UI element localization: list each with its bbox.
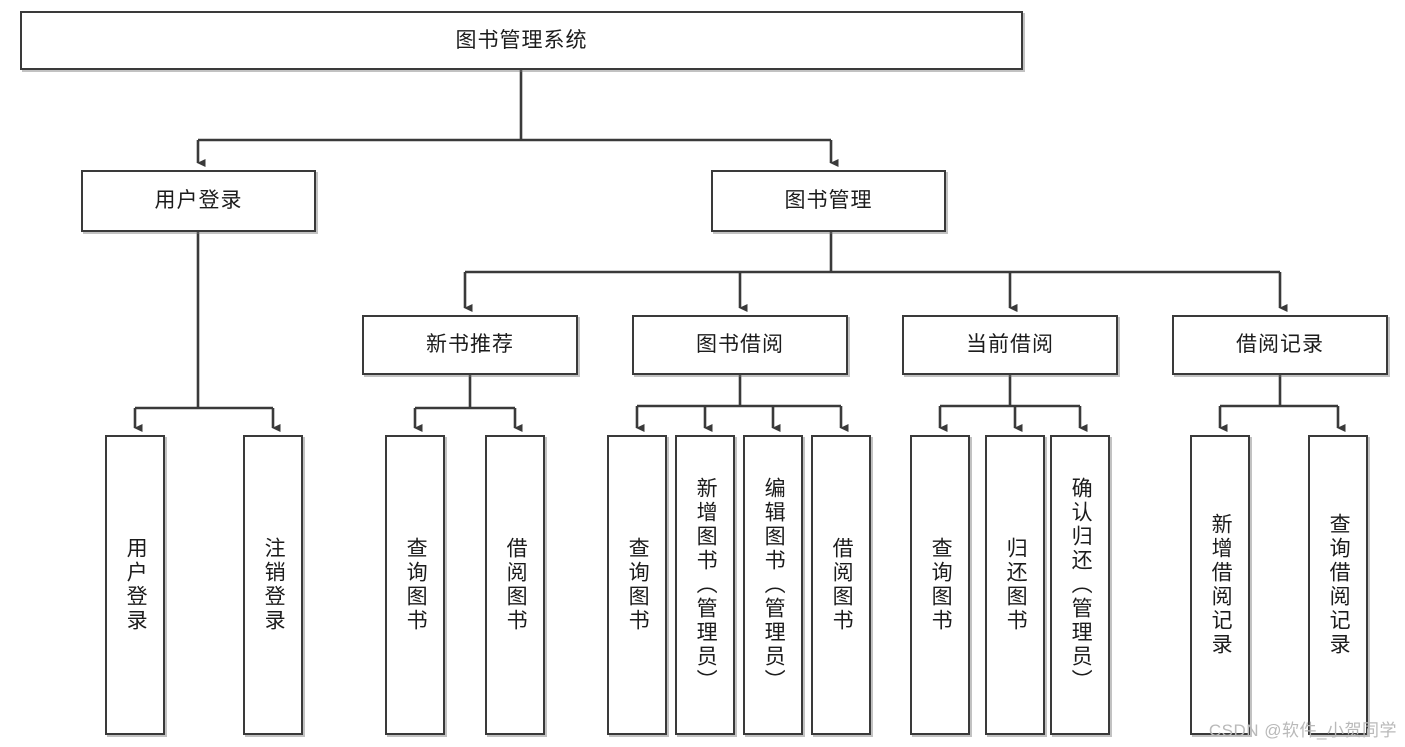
node-leaf-rec-borrow-book-label: 借阅图书 [504, 537, 528, 633]
node-leaf-bb-query-book[interactable]: 查询图书 [607, 435, 667, 735]
node-leaf-cb-query-book[interactable]: 查询图书 [910, 435, 970, 735]
node-new-book-rec[interactable]: 新书推荐 [362, 315, 578, 375]
node-leaf-bb-borrow-book[interactable]: 借阅图书 [811, 435, 871, 735]
node-user-login[interactable]: 用户登录 [81, 170, 316, 232]
node-leaf-br-add-record[interactable]: 新增借阅记录 [1190, 435, 1250, 735]
node-leaf-logout-label: 注销登录 [262, 537, 286, 633]
node-book-borrow[interactable]: 图书借阅 [632, 315, 848, 375]
node-borrow-record[interactable]: 借阅记录 [1172, 315, 1388, 375]
node-leaf-rec-borrow-book[interactable]: 借阅图书 [485, 435, 545, 735]
node-book-manage[interactable]: 图书管理 [711, 170, 946, 232]
node-book-manage-label: 图书管理 [784, 189, 873, 213]
node-user-login-label: 用户登录 [154, 189, 243, 213]
node-leaf-logout[interactable]: 注销登录 [243, 435, 303, 735]
node-root-label: 图书管理系统 [455, 28, 588, 52]
node-leaf-bb-add-book[interactable]: 新增图书（管理员） [675, 435, 735, 735]
node-leaf-cb-query-book-label: 查询图书 [929, 537, 953, 633]
node-leaf-bb-borrow-book-label: 借阅图书 [830, 537, 854, 633]
csdn-watermark: CSDN @软件_小贺同学 [1208, 721, 1397, 740]
node-leaf-br-query-record[interactable]: 查询借阅记录 [1308, 435, 1368, 735]
node-leaf-bb-query-book-label: 查询图书 [626, 537, 650, 633]
node-root[interactable]: 图书管理系统 [20, 11, 1023, 70]
node-borrow-record-label: 借阅记录 [1236, 333, 1324, 357]
node-leaf-br-add-record-label: 新增借阅记录 [1209, 513, 1233, 657]
node-new-book-rec-label: 新书推荐 [426, 333, 514, 357]
node-leaf-rec-query-book-label: 查询图书 [404, 537, 428, 633]
node-current-borrow-label: 当前借阅 [966, 333, 1054, 357]
node-book-borrow-label: 图书借阅 [696, 333, 784, 357]
node-leaf-user-login-label: 用户登录 [124, 537, 148, 633]
node-leaf-cb-confirm-return-label: 确认归还（管理员） [1069, 477, 1093, 693]
node-leaf-cb-return-book[interactable]: 归还图书 [985, 435, 1045, 735]
node-leaf-rec-query-book[interactable]: 查询图书 [385, 435, 445, 735]
node-leaf-br-query-record-label: 查询借阅记录 [1327, 513, 1351, 657]
node-current-borrow[interactable]: 当前借阅 [902, 315, 1118, 375]
node-leaf-cb-confirm-return[interactable]: 确认归还（管理员） [1050, 435, 1110, 735]
node-leaf-user-login[interactable]: 用户登录 [105, 435, 165, 735]
node-leaf-bb-edit-book[interactable]: 编辑图书（管理员） [743, 435, 803, 735]
node-leaf-cb-return-book-label: 归还图书 [1004, 537, 1028, 633]
node-leaf-bb-edit-book-label: 编辑图书（管理员） [762, 477, 786, 693]
node-leaf-bb-add-book-label: 新增图书（管理员） [694, 477, 718, 693]
